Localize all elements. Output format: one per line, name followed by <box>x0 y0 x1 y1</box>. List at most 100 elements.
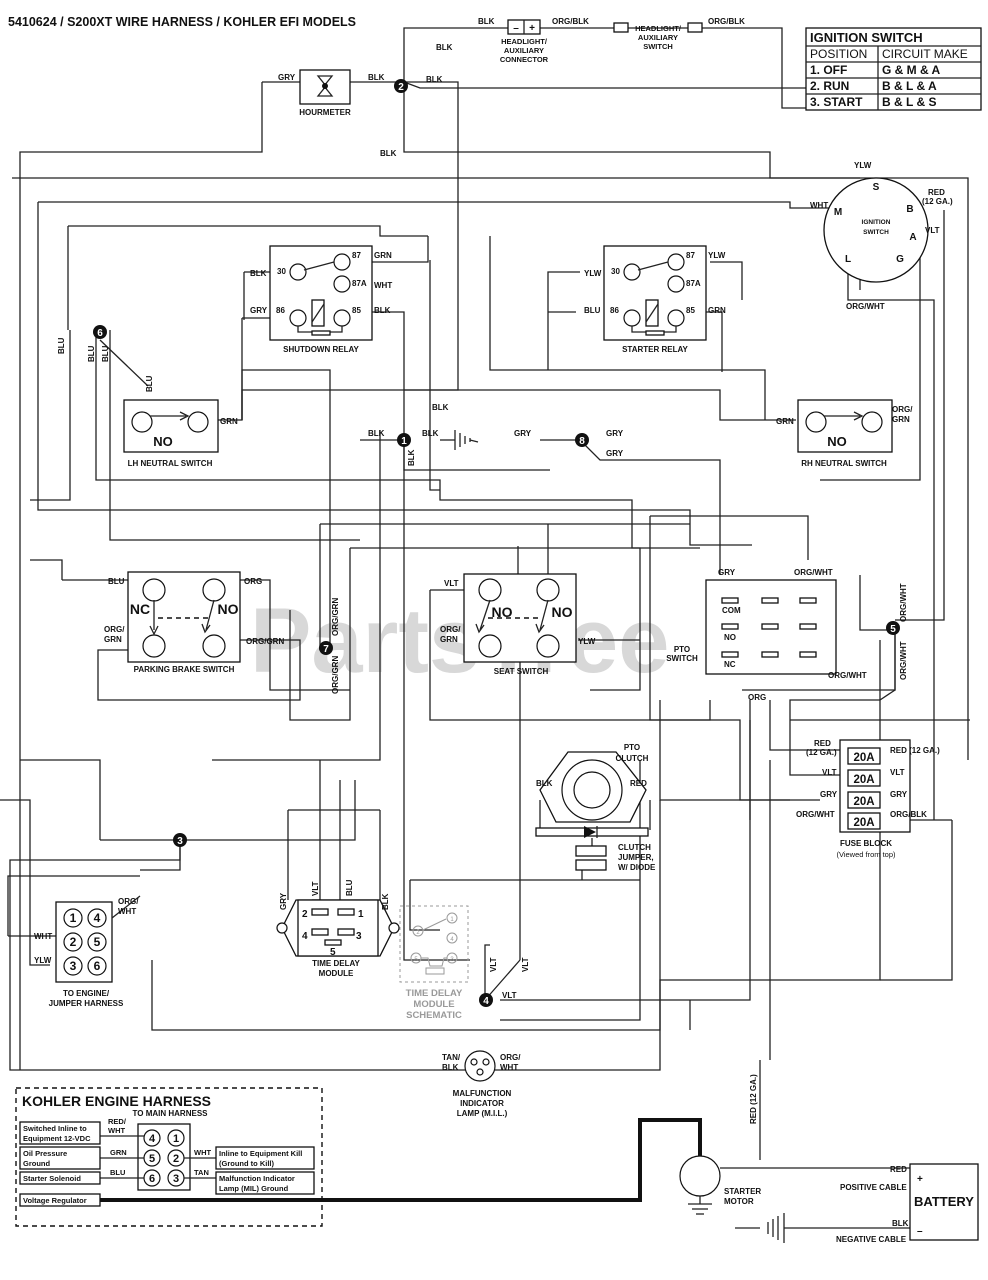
headlight-switch-label: AUXILIARY <box>638 33 678 42</box>
wire-label-vlt: VLT <box>311 881 320 896</box>
wire-label-blk: BLK <box>478 17 495 26</box>
mil-lamp-label: INDICATOR <box>460 1099 504 1108</box>
lh-neutral-label: LH NEUTRAL SWITCH <box>128 459 213 468</box>
starter-relay-label: STARTER RELAY <box>622 345 688 354</box>
time-delay-pin-2: 2 <box>302 909 308 920</box>
wire-label-ylw: YLW <box>854 161 872 170</box>
clutch-jumper-label: W/ DIODE <box>618 863 656 872</box>
wire-label-org: ORG <box>244 577 262 586</box>
wire-label-blk: BLK <box>381 893 390 910</box>
kohler-right-label: Inline to Equipment Kill <box>219 1149 302 1158</box>
kohler-left-label: Equipment 12-VDC <box>23 1134 91 1143</box>
shutdown-relay: 30 87 87A 86 85 SHUTDOWN RELAY <box>269 245 373 354</box>
seat-switch-label: SEAT SWITCH <box>494 667 549 676</box>
ignition-table-col-circuit: CIRCUIT MAKE <box>882 47 968 61</box>
node-label: 7 <box>323 644 329 655</box>
pto-clutch-label: PTO <box>624 743 640 752</box>
wire-label-blu: BLU <box>108 577 125 586</box>
ignition-table-circuit: B & L & S <box>882 95 936 109</box>
wire-label-blk: BLK <box>368 73 385 82</box>
battery-positive: + <box>917 1174 923 1185</box>
kohler-wire-grn: GRN <box>110 1148 127 1157</box>
ignition-table-circuit: B & L & A <box>882 79 937 93</box>
time-delay-label: MODULE <box>319 969 354 978</box>
wire-label-blk: BLK <box>432 403 449 412</box>
parking-brake-switch: NC NO PARKING BRAKE SWITCH <box>127 571 241 674</box>
mil-lamp-label: MALFUNCTION <box>453 1089 512 1098</box>
wire-label-vlt: VLT <box>444 579 459 588</box>
relay-pin-30: 30 <box>611 267 620 276</box>
starter-motor: STARTER MOTOR <box>679 1155 761 1215</box>
kohler-pin-5: 5 <box>149 1153 155 1165</box>
time-delay-label: TIME DELAY <box>312 959 360 968</box>
node-3: 3 <box>173 833 187 847</box>
wire-label-vlt: VLT <box>890 768 905 777</box>
wire-label-org-grn: ORG/GRN <box>331 598 340 636</box>
kohler-left-label: Voltage Regulator <box>23 1196 87 1205</box>
fuse-block-sublabel: (Viewed from top) <box>836 850 896 859</box>
time-delay-pin-4: 4 <box>302 931 308 942</box>
ignition-terminal-l: L <box>845 254 851 265</box>
wire-label-red: RED <box>814 739 831 748</box>
mil-lamp: MALFUNCTION INDICATOR LAMP (M.I.L.) <box>453 1050 512 1118</box>
wire-label-blk: BLK <box>250 269 267 278</box>
rh-neutral-switch: NO RH NEUTRAL SWITCH <box>797 399 893 468</box>
node-label: 4 <box>483 996 489 1007</box>
engine-connector-label: TO ENGINE/ <box>63 989 110 998</box>
wire-label-org: ORG <box>748 693 766 702</box>
negative-cable-label: NEGATIVE CABLE <box>836 1235 907 1244</box>
ignition-terminal-a: A <box>909 232 916 243</box>
relay-pin-87: 87 <box>352 251 361 260</box>
time-delay-schematic-label: TIME DELAY <box>406 988 463 999</box>
node-6: 6 <box>93 325 107 339</box>
wire-label-blk: BLK <box>892 1219 909 1228</box>
hourmeter-label: HOURMETER <box>299 108 351 117</box>
time-delay-schematic: 2 1 4 5 3 TIME DELAY MODULE SCHEMATIC <box>399 905 469 1021</box>
node-label: 1 <box>401 436 407 447</box>
node-label: 3 <box>177 836 183 847</box>
rh-neutral-no: NO <box>827 434 847 449</box>
battery: + – BATTERY <box>909 1163 979 1241</box>
time-delay-schematic-label: MODULE <box>413 999 454 1010</box>
wire-label-gry: GRY <box>890 790 908 799</box>
relay-pin-85: 85 <box>686 306 695 315</box>
time-delay-module: 2 1 4 3 5 TIME DELAY MODULE <box>276 899 400 978</box>
wire-label-gry: GRY <box>820 790 838 799</box>
wire-label-blk: BLK <box>407 449 416 466</box>
pto-clutch-label: CLUTCH <box>616 754 649 763</box>
engine-pin-6: 6 <box>94 959 101 973</box>
ignition-table-position: 1. OFF <box>810 63 847 77</box>
seat-switch-no-left: NO <box>492 604 513 620</box>
wire-label-red: RED <box>890 1165 907 1174</box>
pto-clutch: PTO CLUTCH CLUTCH JUMPER, W/ DIODE <box>535 743 656 872</box>
kohler-wire-blu: BLU <box>110 1168 125 1177</box>
headlight-connector: – + HEADLIGHT/ AUXILIARY CONNECTOR <box>500 19 549 64</box>
ignition-table-circuit: G & M & A <box>882 63 941 77</box>
ignition-switch: S M B A L G IGNITION SWITCH <box>823 177 929 283</box>
seat-switch-no-right: NO <box>552 604 573 620</box>
node-8: 8 <box>575 433 589 447</box>
kohler-right-label: Malfunction Indicator <box>219 1174 295 1183</box>
wire-label-blu: BLU <box>145 375 154 392</box>
starter-relay: 30 87 87A 86 85 STARTER RELAY <box>603 245 707 354</box>
lh-neutral-switch: NO LH NEUTRAL SWITCH <box>123 399 219 468</box>
wire-label-tan: TAN/ <box>442 1053 461 1062</box>
ignition-terminal-g: G <box>896 254 904 265</box>
wire-label-grn: GRN <box>104 635 122 644</box>
wire-label-grn: GRN <box>776 417 794 426</box>
diagram-title: 5410624 / S200XT WIRE HARNESS / KOHLER E… <box>8 15 356 29</box>
relay-pin-30: 30 <box>277 267 286 276</box>
ground-symbol <box>440 430 471 450</box>
wire-label-red: RED <box>630 779 647 788</box>
time-delay-pin-5: 5 <box>330 947 336 958</box>
kohler-wire-red: RED/ <box>108 1117 127 1126</box>
wire-label-org: ORG/ <box>104 625 125 634</box>
wire-label-vlt: VLT <box>521 957 530 972</box>
kohler-title: KOHLER ENGINE HARNESS <box>22 1093 211 1109</box>
kohler-pin-4: 4 <box>149 1133 156 1145</box>
wire-label-grn: GRN <box>708 306 726 315</box>
kohler-wire-wht: WHT <box>194 1148 211 1157</box>
schematic-pin-1: 1 <box>450 917 454 923</box>
pto-switch: COM NO NC PTO SWITCH <box>666 579 837 675</box>
